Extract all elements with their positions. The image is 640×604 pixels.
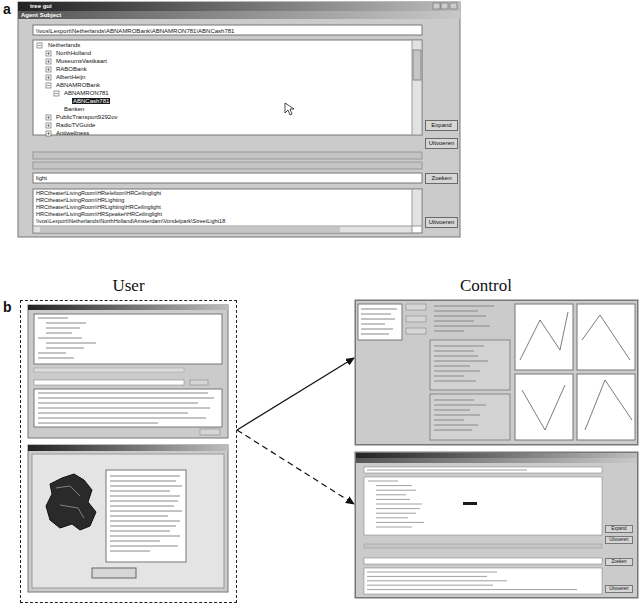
result-line: HRCtheater\LivingRoom\HRLighting [36,198,124,204]
user-group: User [20,300,237,603]
figure-letter: a [3,2,11,16]
tree-item: MuseumsVastkaart [56,58,107,64]
tree-item: AlbertHeijn [56,74,85,80]
button: Expand [425,120,458,131]
result-line: HRCtheater\LivingRoom\HRtelefoon\HRCeili… [36,191,161,197]
button: Uitvoeren [425,217,458,228]
tree-item-selected: ABNCash781 [72,98,110,104]
figure-letter: b [3,300,12,314]
tree-item: Banken [64,106,84,112]
column-heading: User [21,276,236,296]
result-line: HRCtheater\LivingRoom\HRSpeaker\HRCeilin… [36,212,162,218]
control-screenshot: Control [355,300,638,445]
tree-item: ABNAMRON781 [64,90,109,96]
tree-item: NorthHolland [56,50,91,56]
button: Uitvoeren [425,138,458,149]
button: Expand [605,525,633,533]
button: Zoeken [425,173,458,184]
tree-item: ABNAMROBank [56,82,100,88]
result-line: HRCtheater\LivingRoom\HRLighting\HRCeili… [36,205,161,211]
arrow [237,358,354,430]
arrow [237,430,354,504]
path-field: \\vos\Lexport\Netherlands\ABNAMROBank\AB… [36,28,234,34]
button: Zoeken [605,558,633,566]
column-heading: Control [356,276,616,296]
window-title: tree gui [30,3,52,9]
tree-item: Antiwellness [56,130,89,136]
button: Uitvoeren [605,585,633,593]
tree-item: PublicTransport9292ov [56,114,117,120]
tree-item: Netherlands [48,42,80,48]
tree-item: RadioTVGuide [56,122,95,128]
control-screenshot: ExpandUitvoerenZoekenUitvoeren [355,452,638,598]
search-field: light [36,175,47,181]
button: Uitvoeren [605,536,633,544]
tree-item: RABOBank [56,66,87,72]
result-line: \\vos\Lexport\Netherlands\NorthHolland\A… [36,219,225,225]
window-subtitle: Agent Subject [21,12,61,18]
